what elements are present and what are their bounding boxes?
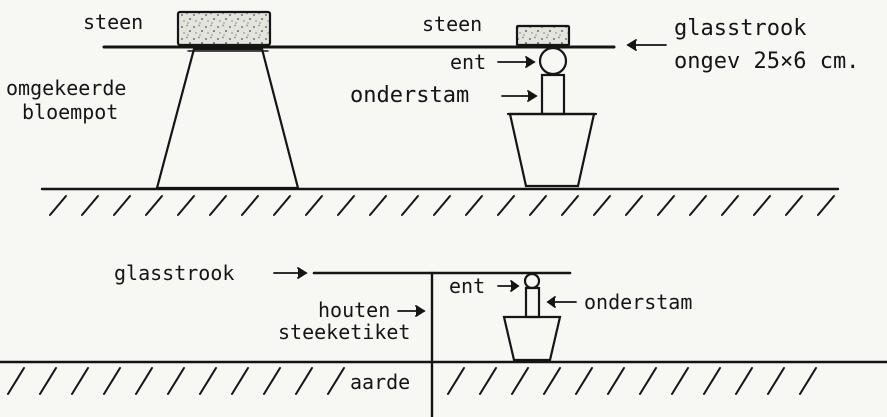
label-aarde: aarde bbox=[348, 370, 413, 394]
label-steeketiket: steeketiket bbox=[278, 320, 411, 344]
label-steen-left: steen bbox=[83, 10, 144, 34]
inverted-flowerpot bbox=[155, 47, 300, 190]
label-bloempot: bloempot bbox=[22, 100, 119, 124]
bottom-scion bbox=[523, 272, 541, 290]
label-bottom-ent: ent bbox=[449, 274, 486, 298]
top-scion bbox=[538, 46, 568, 76]
top-right-stone bbox=[515, 24, 571, 47]
label-top-glasstrook: glasstrook bbox=[674, 16, 807, 41]
bottom-ground-hatching bbox=[7, 367, 817, 395]
top-left-stone bbox=[176, 10, 272, 47]
label-top-ent: ent bbox=[450, 50, 487, 74]
top-ground-hatching bbox=[49, 195, 835, 216]
bottom-rootstock bbox=[524, 286, 541, 319]
bottom-arrows bbox=[273, 267, 577, 317]
label-omgekeerde: omgekeerde bbox=[6, 76, 127, 100]
label-top-onderstam: onderstam bbox=[350, 83, 470, 108]
label-bottom-onderstam: onderstam bbox=[584, 290, 693, 314]
top-arrows bbox=[497, 39, 667, 102]
label-houten: houten bbox=[318, 298, 391, 322]
label-top-dimensions: ongev 25×6 cm. bbox=[674, 49, 860, 74]
bottom-plant-pot bbox=[502, 315, 562, 362]
label-bottom-glasstrook: glasstrook bbox=[114, 261, 235, 285]
top-plant-pot bbox=[508, 112, 596, 188]
label-steen-right: steen bbox=[422, 12, 483, 36]
top-rootstock bbox=[540, 73, 566, 116]
